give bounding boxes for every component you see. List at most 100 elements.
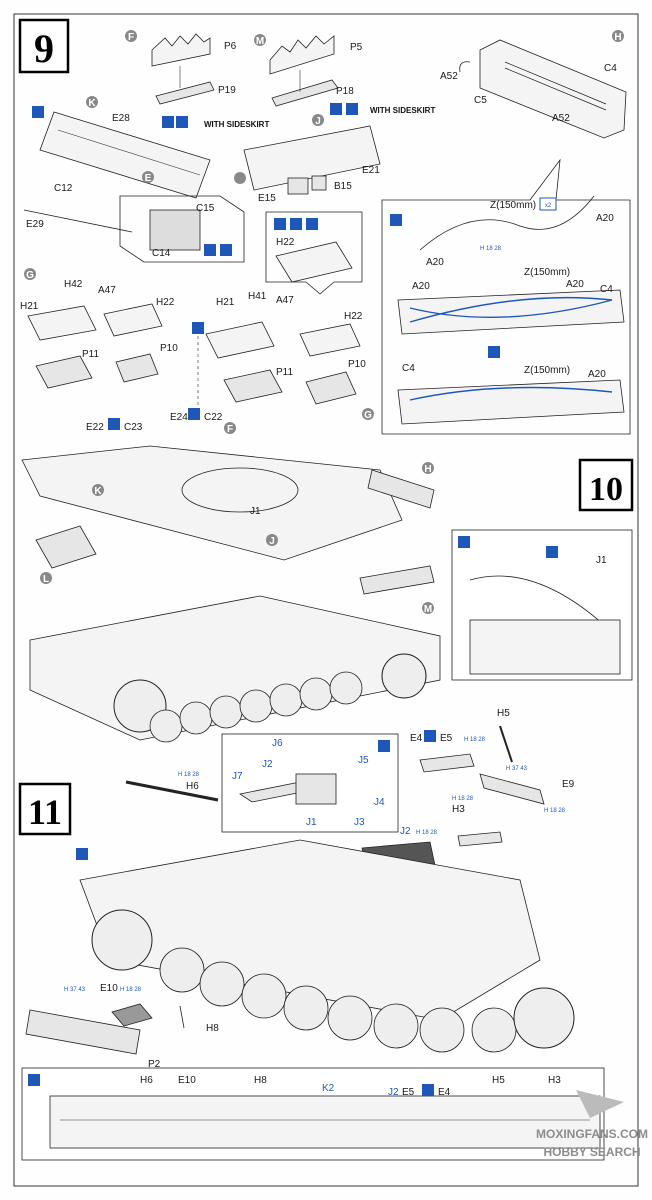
watermark-line1: MOXINGFANS.COM	[536, 1127, 648, 1141]
part-p2	[25, 1009, 141, 1055]
part-m	[359, 565, 435, 595]
road-wheel	[299, 677, 333, 711]
label-h3: H3	[548, 1075, 561, 1086]
paint-ref: H 18 28	[544, 808, 566, 814]
label-h6: H6	[140, 1075, 153, 1086]
label-j1: J1	[306, 817, 317, 828]
road-wheel	[159, 947, 205, 993]
part-p10	[115, 353, 159, 383]
glue-icon	[424, 730, 436, 742]
watermark: MOXINGFANS.COM HOBBY SEARCH	[536, 1090, 648, 1159]
label-z150: Z(150mm)	[524, 365, 570, 376]
part-e9	[479, 773, 545, 805]
subassembly-m: M P5 P18	[254, 34, 363, 107]
glue-icon	[188, 408, 200, 420]
cement-icon	[346, 103, 358, 115]
label-a47: A47	[98, 285, 116, 296]
circle-label-g	[24, 268, 36, 280]
watermark-line2: HOBBY SEARCH	[543, 1145, 640, 1159]
label-j3: J3	[354, 817, 365, 828]
label-c4: C4	[402, 363, 415, 374]
subassembly-g: G H42 A47 H21 H22 P11 P10	[20, 268, 178, 389]
step-10-number: 10	[589, 471, 623, 508]
label-j5: J5	[358, 755, 369, 766]
circle-label-j-text: J	[269, 536, 275, 547]
glue-icon	[290, 218, 302, 230]
paint-icon	[32, 106, 44, 118]
road-wheel	[419, 1007, 465, 1053]
label-a20: A20	[588, 369, 606, 380]
label-c12: C12	[54, 183, 73, 194]
side-view-callout: H6 E10 H8 K2 J2 E5 E4 H5 H3	[21, 1067, 605, 1161]
j-parts-callout: J6 J7 J2 J5 J4 J1 J3	[221, 733, 399, 833]
paint-icon	[458, 536, 470, 548]
parts-e4-e5-group: E4 E5 H 18 28 H5 H 37 43 E9 H 18 28 H 18…	[410, 708, 575, 847]
label-b15: B15	[334, 181, 352, 192]
label-j2: J2	[262, 759, 273, 770]
circle-label-e-text: E	[145, 173, 152, 184]
part-p6	[151, 33, 211, 67]
j1-detail-callout: J1	[451, 529, 633, 681]
part-e4	[419, 753, 475, 773]
circle-label-g-text: G	[364, 410, 372, 421]
label-z150: Z(150mm)	[524, 267, 570, 278]
part-p18	[271, 79, 339, 107]
part-h22	[103, 303, 163, 337]
part-e10	[111, 1003, 153, 1027]
cement-icon	[306, 218, 318, 230]
label-h42: H42	[64, 279, 83, 290]
circle-label-j-text: J	[315, 116, 321, 127]
paint-ref: H 18 28	[120, 987, 142, 993]
subassembly-j: J WITH SIDESKIRT E21 E15 B15	[234, 103, 435, 204]
qty-badge	[539, 197, 557, 211]
label-e9: E9	[562, 779, 575, 790]
label-e5: E5	[440, 733, 453, 744]
panel-line	[57, 129, 201, 176]
road-wheel	[199, 961, 245, 1007]
label-j1: J1	[596, 555, 607, 566]
label-e24: E24	[170, 412, 188, 423]
circle-label-f-text: F	[227, 424, 233, 435]
installed-cable	[409, 386, 613, 401]
label-p2: P2	[148, 1059, 161, 1070]
callout-box	[265, 211, 363, 295]
part-h21	[205, 321, 275, 359]
road-wheel	[269, 683, 303, 717]
label-h5: H5	[492, 1075, 505, 1086]
circle-label-h-text: H	[614, 32, 621, 43]
glue-icon	[204, 244, 216, 256]
part-b15	[311, 175, 327, 191]
circle-label-m-text: M	[424, 604, 432, 615]
hull-panel	[469, 619, 621, 675]
watermark-logo	[576, 1090, 624, 1118]
label-e4: E4	[410, 733, 423, 744]
label-e28: E28	[112, 113, 130, 124]
turret-ring	[181, 467, 299, 513]
label-h8: H8	[206, 1023, 219, 1034]
road-wheel	[327, 995, 373, 1041]
paint-ref: H 37 43	[64, 987, 86, 993]
with-sideskirt-note: WITH SIDESKIRT	[204, 120, 269, 129]
label-h22: H22	[344, 311, 363, 322]
circle-label-l-text: L	[43, 574, 49, 585]
circle-label-e	[142, 171, 154, 183]
glue-icon	[422, 1084, 434, 1096]
label-j4: J4	[374, 797, 385, 808]
label-c14: C14	[152, 248, 171, 259]
part-h5	[499, 725, 513, 763]
part-p5	[269, 35, 335, 75]
label-e21: E21	[362, 165, 380, 176]
label-p19: P19	[218, 85, 236, 96]
track-link-subassembly: C15 C14	[119, 195, 245, 263]
label-a52: A52	[552, 113, 570, 124]
label-e15: E15	[258, 193, 276, 204]
label-j2: J2	[388, 1087, 399, 1098]
glue-icon	[108, 418, 120, 430]
part-h6	[125, 780, 219, 802]
paint-icon	[378, 740, 390, 752]
circle-label-f	[125, 30, 137, 42]
paint-ref: H 18 28	[480, 246, 502, 252]
hull-deck	[21, 445, 403, 561]
